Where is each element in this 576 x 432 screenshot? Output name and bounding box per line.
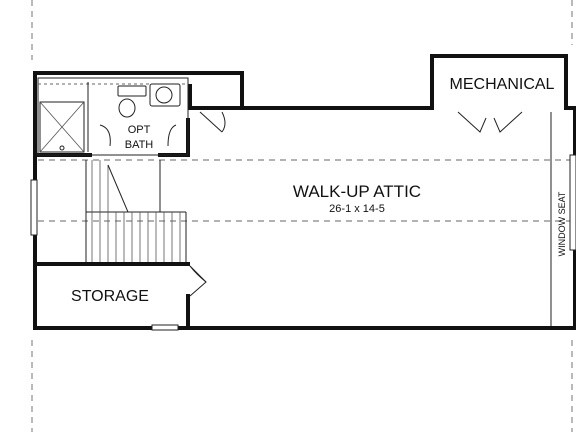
window-seat-label: WINDOW SEAT: [557, 191, 567, 256]
toilet-icon: [118, 98, 136, 118]
closet-door: [199, 111, 226, 133]
storage-label: STORAGE: [71, 288, 149, 305]
attic-label: WALK-UP ATTIC: [293, 182, 421, 201]
mechanical-label: MECHANICAL: [450, 76, 555, 93]
bottom-vent: [151, 324, 179, 331]
storage-door: [189, 265, 207, 297]
roof-lines: [31, 0, 573, 432]
attic-dims: 26-1 x 14-5: [329, 203, 385, 215]
mechanical-doors: [457, 111, 523, 133]
window-seat: [550, 112, 576, 326]
bath-label: BATH: [125, 139, 154, 151]
left-window: [30, 179, 38, 236]
vanity-icon: [117, 85, 147, 97]
opt-label: OPT: [128, 124, 151, 136]
stair: [85, 160, 187, 262]
bath-fixtures: [37, 77, 189, 156]
